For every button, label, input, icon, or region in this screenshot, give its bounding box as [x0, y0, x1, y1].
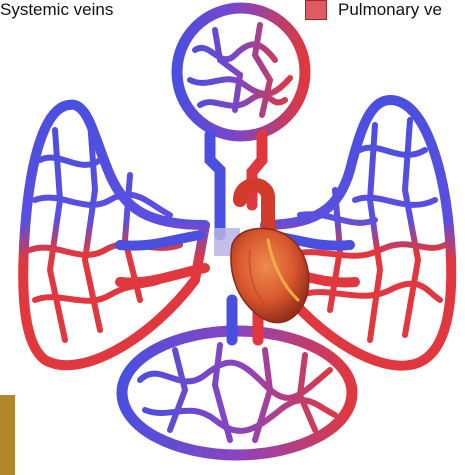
right-lung-capillaries — [265, 100, 451, 366]
lower-capillary-bed — [122, 331, 352, 455]
upper-capillary-bed — [177, 8, 305, 136]
